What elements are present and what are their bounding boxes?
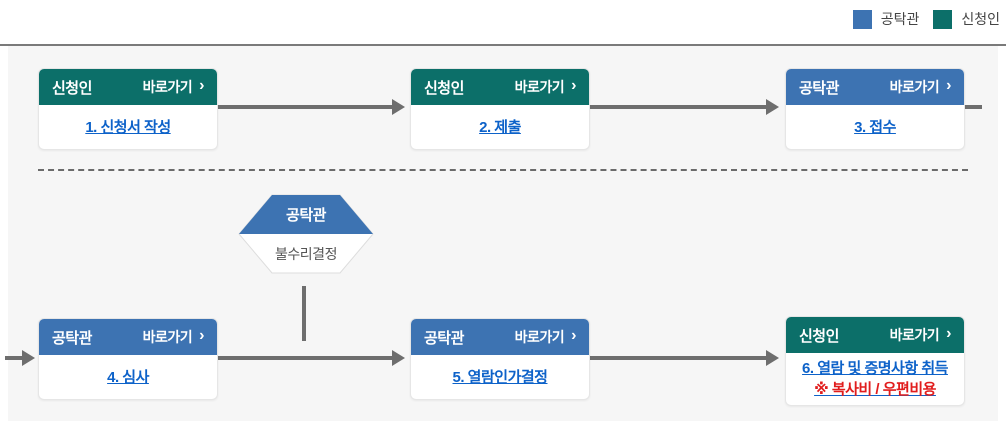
step-5-shortcut-button[interactable]: 바로가기 › <box>514 327 577 347</box>
step-1-body: 1. 신청서 작성 <box>39 105 217 149</box>
shortcut-label: 바로가기 <box>142 79 193 95</box>
step-3-body: 3. 접수 <box>786 105 964 149</box>
step-2-header: 신청인 바로가기 › <box>411 69 589 105</box>
shortcut-label: 바로가기 <box>514 79 565 95</box>
chevron-right-icon: › <box>571 77 576 94</box>
decision-hexagon: 공탁관 불수리결정 <box>238 194 374 274</box>
step-card-4: 공탁관 바로가기 › 4. 심사 <box>38 318 218 400</box>
chevron-right-icon: › <box>571 327 576 344</box>
shortcut-label: 바로가기 <box>889 79 940 95</box>
decision-label: 불수리결정 <box>275 246 337 262</box>
flow-arrowhead <box>392 350 405 366</box>
step-2-link[interactable]: 2. 제출 <box>479 118 521 136</box>
step-1-actor-label: 신청인 <box>52 79 92 97</box>
step-6-header: 신청인 바로가기 › <box>786 317 964 353</box>
step-6-title: 6. 열람 및 증명사항 취득 <box>802 360 948 377</box>
step-3-actor-label: 공탁관 <box>799 79 839 97</box>
top-divider <box>0 44 1006 46</box>
chevron-right-icon: › <box>946 325 951 342</box>
applicant-color-swatch <box>933 9 953 29</box>
step-card-5: 공탁관 바로가기 › 5. 열람인가결정 <box>410 318 590 400</box>
step-5-actor-label: 공탁관 <box>424 329 464 347</box>
hexagon-shape-icon <box>238 194 374 274</box>
step-3-header: 공탁관 바로가기 › <box>786 69 964 105</box>
step-card-3: 공탁관 바로가기 › 3. 접수 <box>785 68 965 150</box>
flow-arrowhead <box>392 99 405 115</box>
step-6-cost-note: ※ 복사비 / 우편비용 <box>814 381 936 398</box>
step-3-link[interactable]: 3. 접수 <box>854 118 896 136</box>
legend-item-applicant: 신청인 <box>933 9 1000 29</box>
legend-label: 신청인 <box>961 11 1000 27</box>
dashed-separator <box>38 169 968 171</box>
shortcut-label: 바로가기 <box>514 329 565 345</box>
flow-arrow-line <box>590 356 766 360</box>
flow-arrowhead <box>766 99 779 115</box>
step-5-link[interactable]: 5. 열람인가결정 <box>452 368 548 386</box>
shortcut-label: 바로가기 <box>142 329 193 345</box>
legend-item-officer: 공탁관 <box>852 9 920 29</box>
shortcut-label: 바로가기 <box>889 327 940 343</box>
step-card-1: 신청인 바로가기 › 1. 신청서 작성 <box>38 68 218 150</box>
flow-connector-stub <box>965 105 982 109</box>
decision-actor-label: 공탁관 <box>286 207 326 224</box>
step-6-body: 6. 열람 및 증명사항 취득 ※ 복사비 / 우편비용 <box>786 353 964 405</box>
step-2-actor-label: 신청인 <box>424 79 464 97</box>
flow-arrow-line <box>590 105 766 109</box>
chevron-right-icon: › <box>199 77 204 94</box>
step-card-2: 신청인 바로가기 › 2. 제출 <box>410 68 590 150</box>
step-6-link[interactable]: 6. 열람 및 증명사항 취득 ※ 복사비 / 우편비용 <box>802 358 948 400</box>
step-1-header: 신청인 바로가기 › <box>39 69 217 105</box>
step-5-header: 공탁관 바로가기 › <box>411 319 589 355</box>
step-1-link[interactable]: 1. 신청서 작성 <box>85 118 171 136</box>
step-card-6: 신청인 바로가기 › 6. 열람 및 증명사항 취득 ※ 복사비 / 우편비용 <box>785 316 965 406</box>
step-1-shortcut-button[interactable]: 바로가기 › <box>142 77 205 97</box>
step-4-body: 4. 심사 <box>39 355 217 399</box>
flow-arrowhead <box>766 350 779 366</box>
step-3-shortcut-button[interactable]: 바로가기 › <box>889 77 952 97</box>
flow-arrow-line <box>218 105 392 109</box>
step-4-actor-label: 공탁관 <box>52 329 92 347</box>
flow-arrow-line <box>218 356 392 360</box>
flow-arrowhead <box>22 350 35 366</box>
step-2-shortcut-button[interactable]: 바로가기 › <box>514 77 577 97</box>
legend: 공탁관 신청인 <box>852 9 1000 29</box>
legend-label: 공탁관 <box>880 11 920 27</box>
step-4-header: 공탁관 바로가기 › <box>39 319 217 355</box>
flow-entry-line <box>5 356 22 360</box>
step-6-actor-label: 신청인 <box>799 327 839 345</box>
step-4-link[interactable]: 4. 심사 <box>107 368 149 386</box>
step-5-body: 5. 열람인가결정 <box>411 355 589 399</box>
chevron-right-icon: › <box>199 327 204 344</box>
chevron-right-icon: › <box>946 77 951 94</box>
officer-color-swatch <box>852 9 872 29</box>
step-4-shortcut-button[interactable]: 바로가기 › <box>142 327 205 347</box>
decision-connector-line <box>302 286 306 341</box>
step-6-shortcut-button[interactable]: 바로가기 › <box>889 325 952 345</box>
step-2-body: 2. 제출 <box>411 105 589 149</box>
